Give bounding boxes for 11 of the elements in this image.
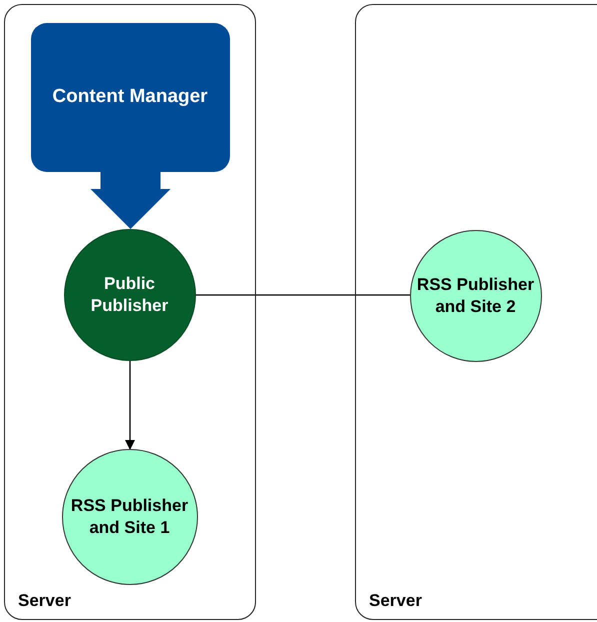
process-box: Content Manager [30, 22, 230, 172]
connector-line [125, 361, 135, 450]
process-circle: Public Publisher [64, 228, 196, 360]
server-container [4, 4, 256, 620]
container-label: Server [18, 591, 71, 611]
process-circle: RSS Publisher and Site 1 [62, 448, 198, 584]
block-arrow [90, 172, 170, 229]
process-circle: RSS Publisher and Site 2 [410, 230, 542, 362]
connector-line [196, 294, 410, 296]
server-container [355, 4, 597, 620]
container-label: Server [369, 591, 422, 611]
